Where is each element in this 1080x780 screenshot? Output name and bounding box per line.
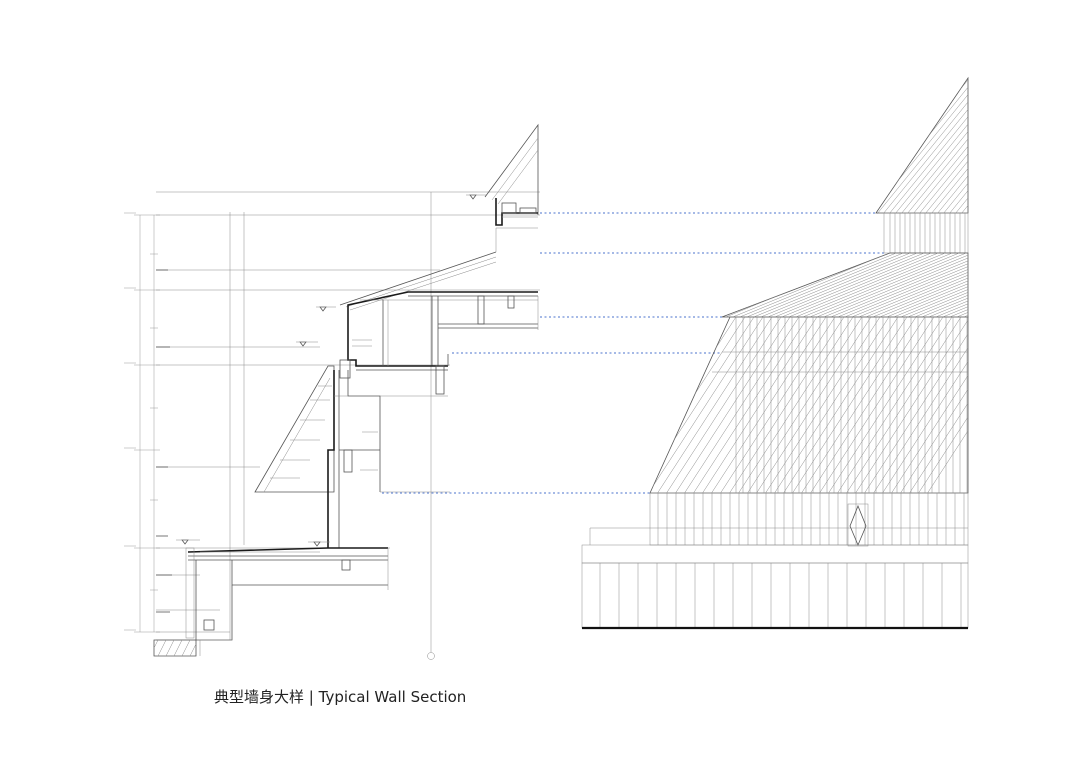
caption-title-cn: 典型墙身大样 bbox=[214, 688, 305, 706]
middle-storey bbox=[254, 300, 449, 493]
wall-section-detail bbox=[124, 123, 540, 660]
lower-storey bbox=[327, 370, 450, 548]
ground-slab bbox=[156, 547, 389, 656]
level-lines bbox=[156, 191, 540, 633]
elevation-markers bbox=[176, 194, 486, 547]
alignment-lines bbox=[382, 212, 884, 494]
building-elevation bbox=[581, 76, 969, 630]
caption-title-en: Typical Wall Section bbox=[318, 688, 467, 706]
grid-axes bbox=[229, 192, 435, 660]
roof-peak bbox=[484, 123, 539, 229]
dimension-chain bbox=[124, 212, 160, 633]
figure-caption: 典型墙身大样 | Typical Wall Section bbox=[214, 686, 466, 707]
soil-hatch bbox=[153, 639, 197, 657]
upper-roof bbox=[339, 228, 539, 366]
caption-separator: | bbox=[308, 688, 314, 706]
